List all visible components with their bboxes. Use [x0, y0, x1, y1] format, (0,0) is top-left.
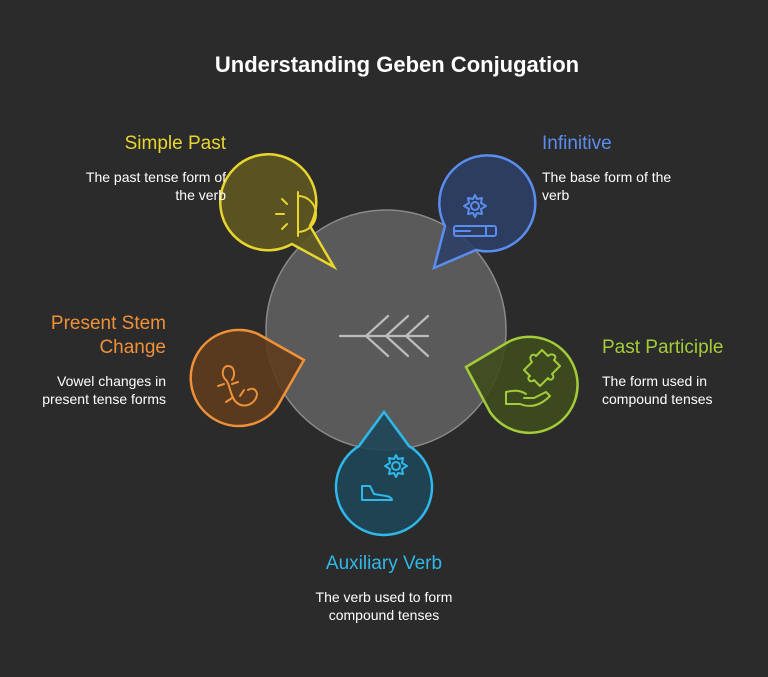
present-stem-node [189, 328, 306, 428]
auxiliary-verb-desc-line2: compound tenses [328, 607, 440, 623]
infinitive-desc-line2: verb [542, 187, 570, 203]
simple-past-node [219, 153, 338, 271]
infinitive-desc-line1: The base form of the [542, 169, 672, 185]
past-participle-desc-line1: The form used in [602, 373, 708, 389]
auxiliary-verb-node [334, 409, 434, 537]
simple-past-desc: The past tense form of the verb [40, 168, 226, 204]
past-participle-desc-line2: compound tenses [602, 391, 713, 407]
infinitive-desc: The base form of the verb [542, 168, 742, 204]
half-sun-icon [275, 191, 317, 237]
simple-past-label: Simple Past [124, 133, 226, 154]
auxiliary-verb-label: Auxiliary Verb [325, 553, 443, 574]
past-participle-desc: The form used in compound tenses [602, 372, 762, 408]
puzzle-hand-icon [505, 349, 561, 407]
page-title: Understanding Geben Conjugation [214, 52, 580, 77]
present-stem-desc-line1: Vowel changes in [57, 373, 166, 389]
present-stem-desc-line2: present tense forms [42, 391, 166, 407]
present-stem-label: Present Stem Change [20, 312, 166, 360]
auxiliary-verb-desc-line1: The verb used to form [315, 589, 453, 605]
past-participle-node [464, 335, 579, 435]
gear-pencil-icon [453, 194, 497, 237]
present-stem-label-line2: Change [99, 337, 166, 358]
present-stem-label-line1: Present Stem [50, 313, 166, 334]
infinitive-label: Infinitive [542, 133, 612, 154]
simple-past-desc-line2: the verb [175, 187, 226, 203]
past-participle-label: Past Participle [602, 337, 724, 358]
infinitive-node [432, 154, 537, 271]
chevron-arrow-icon [338, 314, 430, 358]
present-stem-desc: Vowel changes in present tense forms [10, 372, 166, 408]
salamander-icon [217, 365, 258, 407]
gear-shoe-icon [361, 454, 408, 501]
simple-past-desc-line1: The past tense form of [85, 169, 226, 185]
auxiliary-verb-desc: The verb used to form compound tenses [284, 588, 484, 624]
